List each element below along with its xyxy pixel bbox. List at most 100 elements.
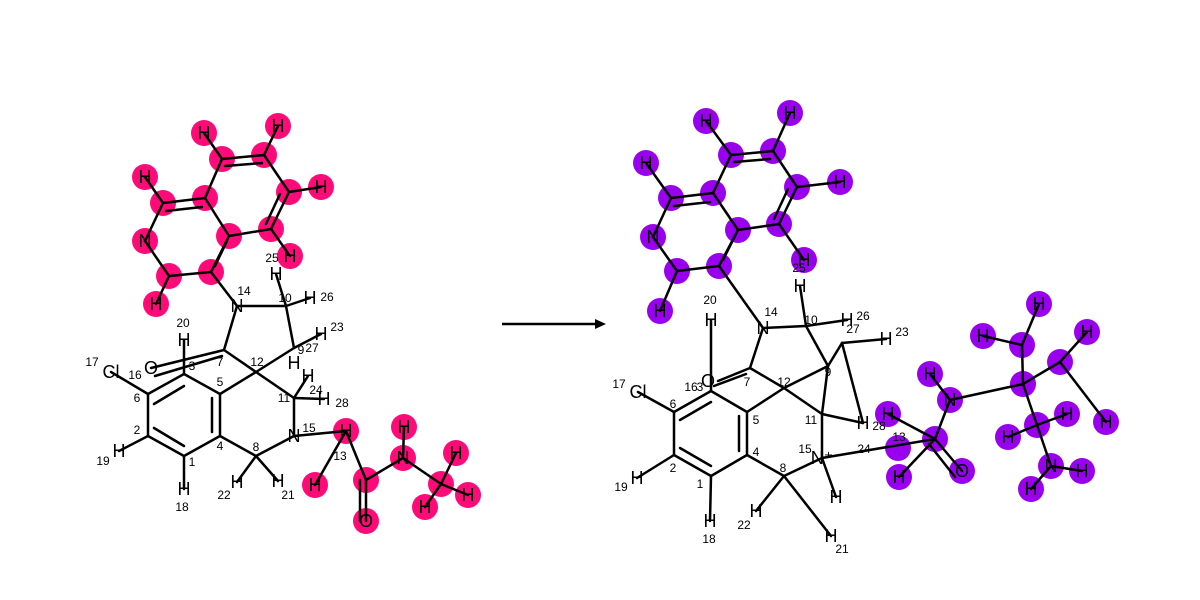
reaction-arrow (502, 319, 606, 329)
bond-113 (1058, 330, 1089, 364)
atom-index-p-i7: 7 (744, 375, 751, 389)
atom-symbol-p-o3: O (701, 371, 715, 391)
atom-index-r-i14: 14 (237, 284, 251, 298)
bond-85 (716, 366, 752, 383)
atom-index-p-i24: 24 (857, 442, 871, 456)
atom-index-r-i16: 16 (128, 368, 142, 382)
atom-symbol-p-t-h5: H (1002, 427, 1015, 447)
bond-60 (202, 131, 224, 161)
atom-symbol-r-a-h4: H (450, 443, 463, 463)
atom-index-r-i25: 25 (265, 251, 279, 265)
bond-108 (948, 382, 1025, 402)
bond-65 (672, 389, 713, 414)
atom-symbol-p-h28: H (857, 413, 870, 433)
bond-14 (218, 434, 258, 458)
bond-6 (152, 384, 186, 406)
atom-index-p-i12: 12 (777, 375, 791, 389)
product-highlight-35 (885, 435, 911, 461)
bond-137 (704, 119, 733, 157)
atom-index-p-i17: 17 (612, 377, 626, 391)
atom-symbol-r-q-h1: H (198, 123, 211, 143)
bond-105 (927, 442, 957, 479)
bond-128 (729, 149, 775, 157)
atom-index-p-i2: 2 (670, 461, 677, 475)
atom-symbol-p-t-h3: H (1081, 322, 1094, 342)
atom-labels: 1234567891011121314151617181920212223242… (85, 103, 1112, 556)
bond-135 (721, 234, 737, 262)
bond-131 (736, 222, 781, 232)
atom-index-p-i13: 13 (892, 430, 906, 444)
bond-15 (254, 434, 296, 458)
bond-61 (262, 124, 280, 157)
atom-symbol-p-q-h6: H (654, 301, 667, 321)
atom-symbol-r-o3: O (144, 358, 158, 378)
atom-symbol-p-n14: N (757, 318, 770, 338)
atom-symbol-r-a-h3: H (398, 417, 411, 437)
atom-symbol-r-a-h2: H (309, 475, 322, 495)
bond-100 (820, 437, 937, 460)
bond-21 (222, 304, 239, 352)
bond-123 (651, 196, 673, 239)
atom-index-r-i20: 20 (176, 316, 190, 330)
bond-106 (933, 398, 952, 441)
atom-symbol-p-t-h1: H (1033, 294, 1046, 314)
bond-110 (1020, 302, 1041, 347)
atom-index-r-i7: 7 (217, 355, 224, 369)
atom-index-r-i13: 13 (333, 449, 347, 463)
bond-20 (153, 354, 224, 378)
bond-13 (218, 370, 258, 396)
atom-index-r-i19: 19 (96, 454, 110, 468)
atom-index-r-i10: 10 (278, 291, 292, 305)
bond-8 (152, 426, 186, 448)
atom-index-p-i6: 6 (670, 397, 677, 411)
atom-index-p-i5: 5 (753, 413, 760, 427)
bond-136 (644, 161, 673, 200)
bond-111 (981, 334, 1024, 347)
atom-index-r-i15: 15 (302, 421, 316, 435)
bond-89 (782, 364, 830, 390)
atom-symbol-p-h21: H (825, 526, 838, 546)
bond-139 (795, 180, 842, 189)
bond-3 (182, 434, 222, 458)
bond-35 (364, 456, 405, 482)
bond-64 (154, 274, 171, 306)
bond-28 (292, 374, 310, 400)
bond-41 (439, 482, 470, 497)
bond-19 (149, 348, 226, 370)
bond-93 (840, 337, 888, 345)
atom-symbol-r-n15: N (288, 426, 301, 446)
bond-82 (782, 386, 824, 416)
bond-58 (213, 239, 229, 268)
atom-symbol-p-t-nh2: H (1076, 461, 1089, 481)
bond-71 (678, 400, 713, 422)
atom-index-p-i22: 22 (737, 518, 751, 532)
atom-symbol-r-h22: H (231, 472, 244, 492)
bond-138 (771, 111, 792, 153)
bond-24 (254, 346, 296, 374)
bond-121 (675, 264, 721, 273)
bond-53 (269, 190, 291, 231)
bond-116 (1006, 423, 1039, 439)
atom-symbol-r-a-h1: H (340, 421, 353, 441)
bond-38 (401, 425, 406, 460)
atom-symbol-r-h20: H (178, 330, 191, 350)
atom-symbol-p-q-h2: H (784, 103, 797, 123)
bond-107 (928, 372, 952, 402)
atom-symbol-p-t-n: N (1045, 456, 1058, 476)
bond-26 (284, 296, 312, 308)
bond-1 (182, 372, 222, 396)
atom-index-p-i20: 20 (703, 293, 717, 307)
bond-78 (745, 386, 786, 414)
bond-29 (292, 396, 326, 401)
bond-86 (712, 372, 748, 388)
atom-index-r-i28: 28 (335, 396, 349, 410)
bond-48 (203, 196, 231, 238)
bond-77 (708, 474, 713, 523)
atom-index-r-i24: 24 (309, 383, 323, 397)
atom-symbol-p-q-h5: H (798, 250, 811, 270)
atom-index-p-i3: 3 (697, 380, 704, 394)
atom-index-p-i9: 9 (825, 365, 832, 379)
bond-102 (886, 412, 937, 441)
atom-index-r-i22: 22 (217, 488, 231, 502)
bond-68 (709, 453, 749, 478)
